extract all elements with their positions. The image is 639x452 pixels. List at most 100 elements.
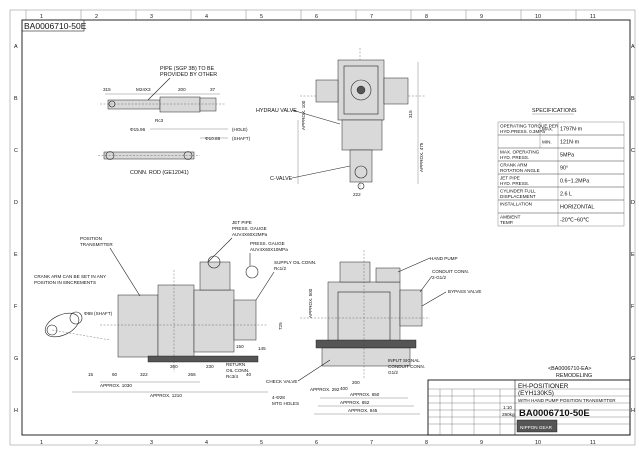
input-1: INPUT SIGNAL xyxy=(388,358,420,363)
row-letter-right: H xyxy=(631,408,635,414)
column-number: 3 xyxy=(150,14,153,20)
row-letter: E xyxy=(14,252,18,258)
approx-100: APPROX. 100 xyxy=(301,100,306,130)
approx-945: APPROX. 945 xyxy=(348,408,378,413)
front-dim: 40 xyxy=(246,372,252,377)
dim-37: 37 xyxy=(210,87,216,92)
pipe-note-line2: PROVIDED BY OTHER xyxy=(160,72,217,78)
spec-label: CYLINDER FULL xyxy=(500,189,536,194)
hole-label: (HOLE) xyxy=(232,127,248,132)
spec-row xyxy=(497,212,625,227)
spec-label: AMBIENT xyxy=(500,215,521,220)
dim-200-side: 200 xyxy=(352,380,360,385)
approx-1210: APPROX. 1210 xyxy=(150,393,182,398)
position-transmitter-2: TRANSMITTER xyxy=(80,242,113,247)
company-logo: NIPPON GEAR xyxy=(520,425,553,430)
mtg-holes-2: MTG HOLES xyxy=(272,401,299,406)
spec-value: 90° xyxy=(560,166,568,172)
dim-shaft-dia: Φ10.88 xyxy=(205,136,221,141)
title-3: WITH HAND PUMP POSITION TRANSMITTER xyxy=(518,398,616,403)
dim-400-side: 400 xyxy=(340,386,348,391)
pipe-note-line1: PIPE (SGP 3B) TO BE xyxy=(160,66,215,72)
spec-label: JET PIPE xyxy=(500,176,520,181)
conduit-2: 2-G1/2 xyxy=(432,275,446,280)
dim-315: 315 xyxy=(103,87,111,92)
dim-m24: M24X3 xyxy=(136,87,151,92)
column-number-bottom: 11 xyxy=(590,440,596,446)
press-gauge-1: PRESS. GAUGE xyxy=(250,241,285,246)
conduit-1: CONDUIT CONN. xyxy=(432,269,469,274)
spec-value: 0.6~1.2MPa xyxy=(560,179,589,185)
specifications-table: SPECIFICATIONS OPERATING TORQUE PERHYD.P… xyxy=(497,108,625,227)
spec-label: ROTATION ANGLE xyxy=(500,168,540,173)
front-dim: 322 xyxy=(140,372,148,377)
supply-oil-2: Rc1/2 xyxy=(274,266,286,271)
check-valve: CHECK VALVE xyxy=(266,379,298,384)
column-number-bottom: 9 xyxy=(480,440,483,446)
column-number-bottom: 8 xyxy=(425,440,428,446)
column-number-bottom: 3 xyxy=(150,440,153,446)
c-valve-label: C-VALVE xyxy=(270,176,293,182)
column-number-bottom: 7 xyxy=(370,440,373,446)
spec-label: HYD.PRESS. 0.3MPa xyxy=(500,129,545,134)
crank-note-1: CRANK ARM CAN BE SET IN ANY xyxy=(34,274,106,279)
dim-hole-dia: Φ15.96 xyxy=(130,127,146,132)
approx-292: APPROX. 292 xyxy=(310,387,340,392)
front-dim: 60 xyxy=(112,372,118,377)
mtg-holes-1: 4-Φ28 xyxy=(272,395,285,400)
spec-label: MAX. OPERATING xyxy=(500,150,540,155)
spec-value: 5MPa xyxy=(560,153,574,159)
spec-label: TEMP. xyxy=(500,220,513,225)
front-view: POSITION TRANSMITTER CRANK ARM CAN BE SE… xyxy=(34,220,316,398)
jet-pipe-3: AUV4X60X2MPa xyxy=(232,232,268,237)
position-transmitter-1: POSITION xyxy=(80,236,102,241)
front-dim: 230 xyxy=(206,364,214,369)
input-2: CONDUIT CONN. xyxy=(388,364,425,369)
column-number-bottom: 2 xyxy=(95,440,98,446)
row-letter: D xyxy=(14,200,18,206)
sheet-border xyxy=(21,19,631,436)
crank-note-2: POSITION IN 8INCREMENTS xyxy=(34,280,96,285)
press-gauge-2: AUV4X60X10MPa xyxy=(250,247,288,252)
column-number: 1 xyxy=(40,14,43,20)
row-letter: H xyxy=(14,408,18,414)
spec-sub: MIN. xyxy=(542,140,552,145)
column-number: 2 xyxy=(95,14,98,20)
approx-500: APPROX. 500 xyxy=(308,288,313,318)
column-number-bottom: 4 xyxy=(205,440,208,446)
title-1: EH-POSITIONER xyxy=(518,383,569,390)
spec-title: SPECIFICATIONS xyxy=(532,108,577,114)
row-letter-right: C xyxy=(631,148,635,154)
spec-label: HYD. PRESS. xyxy=(500,155,529,160)
row-letter: B xyxy=(14,96,18,102)
hydrau-valve-label: HYDRAU VALVE xyxy=(256,108,297,114)
doc-number-stamp: BA0006710-50E xyxy=(24,21,87,31)
spec-label: OPERATING TORQUE PER xyxy=(500,124,559,129)
front-dim: 150 xyxy=(236,344,244,349)
column-number-bottom: 6 xyxy=(315,440,318,446)
approx-652: APPROX. 652 xyxy=(340,400,370,405)
title-2: (EYH130K5) xyxy=(518,390,554,397)
column-number: 4 xyxy=(205,14,208,20)
shaft-dia: Φ88 (SHAFT) xyxy=(84,311,113,316)
column-number: 6 xyxy=(315,14,318,20)
drawing-number: BA0006710-50E xyxy=(519,408,590,419)
row-letter-right: G xyxy=(631,356,635,362)
return-2: OIL CONN. xyxy=(226,368,249,373)
jet-pipe-1: JET PIPE xyxy=(232,220,252,225)
column-number: 11 xyxy=(590,14,596,20)
column-number: 9 xyxy=(480,14,483,20)
spec-value: HORIZONTAL xyxy=(560,205,594,211)
column-number: 7 xyxy=(370,14,373,20)
spec-label: DISPLACEMENT xyxy=(500,194,536,199)
column-number-bottom: 5 xyxy=(260,440,263,446)
hand-pump: HAND PUMP xyxy=(430,256,458,261)
row-letter: G xyxy=(14,356,18,362)
dim-725: 725 xyxy=(278,322,283,330)
approx-475: APPROX. 475 xyxy=(419,142,424,172)
sheet-outer-border xyxy=(9,9,636,446)
row-letter: F xyxy=(14,304,18,310)
